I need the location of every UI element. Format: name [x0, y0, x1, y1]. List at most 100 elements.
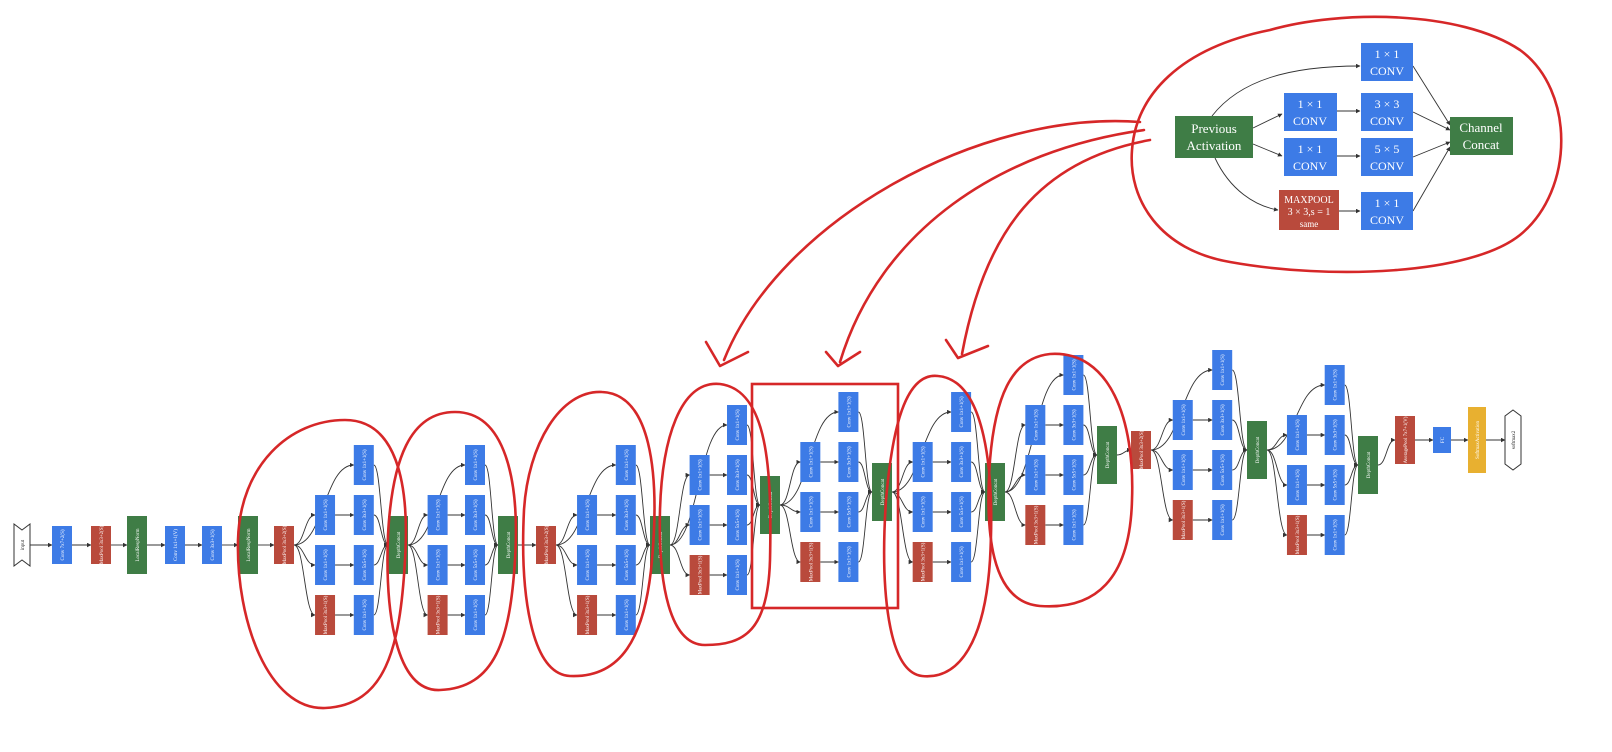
module-4-branch-2: Conv 5x5+1(S): [838, 492, 859, 532]
module-2-branch-1-rect: [615, 495, 636, 535]
arrow-to-module-b: [824, 128, 1146, 368]
head-fc-label: FC: [1441, 436, 1446, 443]
module-0-reduce-1-label: Conv 1x1+1(S): [324, 499, 329, 530]
conv-1x1-top-line2: CONV: [1370, 64, 1404, 78]
module-0-c0: [373, 464, 389, 548]
module-edges: [1211, 63, 1451, 214]
module-2-reduce-1-rect: [577, 495, 598, 535]
edge-prev-to-maxpool: [1214, 157, 1279, 212]
module-7-maxpool-label: MaxPool 3x3+2(S): [1140, 430, 1145, 469]
module-2-reduce-2-label: Conv 1x1+1(S): [586, 549, 591, 580]
module-5-branch-3-label: Conv 1x1+1(S): [960, 546, 965, 577]
conv-3x3-line2: CONV: [1370, 114, 1404, 128]
module-4-reduce-2-rect: [800, 492, 821, 532]
previous-activation-line1: Previous: [1191, 121, 1237, 136]
stem-node-0: Conv 7x7+2(S): [52, 526, 72, 564]
conv-1x1-top-line1: 1 × 1: [1375, 47, 1400, 61]
module-5-branch-2: Conv 5x5+1(S): [951, 492, 972, 532]
module-7-er3: [1150, 449, 1174, 523]
module-1-branch-2-rect: [465, 545, 485, 585]
module-1-branch-1-rect: [465, 495, 485, 535]
module-3-c3: [746, 502, 761, 576]
module-0-branch-3-label: Conv 1x1+1(S): [363, 599, 368, 630]
module-1-branch-2: Conv 5x5+1(S): [465, 545, 485, 585]
edge-3x3-to-concat: [1412, 111, 1451, 131]
module-1-reduce-1: Conv 1x1+1(S): [427, 495, 448, 535]
module-2-branch-2: Conv 5x5+1(S): [615, 545, 636, 585]
module-7-reduce-3-label: MaxPool 3x3+1(S): [1182, 500, 1187, 539]
module-8-branch-1-label: Conv 3x3+1(S): [1334, 419, 1339, 450]
module-1-depthconcat: DepthConcat: [498, 516, 518, 574]
module-4-depthconcat-label: DepthConcat: [881, 478, 886, 505]
module-8-er3: [1266, 449, 1288, 538]
module-7-reduce-2: Conv 1x1+1(S): [1172, 450, 1193, 490]
module-6-branch-2: Conv 5x5+1(S): [1063, 455, 1084, 495]
module-6-er1: [1004, 422, 1026, 493]
module-4-branch-2-rect: [838, 492, 859, 532]
module-8-branch-2-rect: [1324, 465, 1345, 505]
module-0-reduce-1: Conv 1x1+1(S): [315, 495, 336, 535]
module-6-er2: [1004, 472, 1026, 493]
head-fc-rect: [1433, 427, 1451, 453]
module-6-branch-0: Conv 1x1+1(S): [1063, 355, 1084, 395]
module-0-er1: [293, 512, 316, 546]
module-3-reduce-3-label: MaxPool 3x3+1(S): [699, 555, 704, 594]
module-3-branch-3-label: Conv 1x1+1(S): [736, 559, 741, 590]
module-7-branch-0-label: Conv 1x1+1(S): [1221, 354, 1226, 385]
module-8-branch-0-label: Conv 1x1+1(S): [1334, 369, 1339, 400]
module-5-reduce-3: MaxPool 3x3+1(S): [912, 542, 933, 582]
module-0-reduce-2: Conv 1x1+1(S): [315, 545, 336, 585]
module-5-branch-3: Conv 1x1+1(S): [951, 542, 972, 582]
head-edge-0: [1377, 437, 1396, 466]
module-3-branch-1: Conv 3x3+1(S): [727, 455, 747, 495]
module-7-reduce-2-label: Conv 1x1+1(S): [1182, 454, 1187, 485]
module-4-reduce-2-label: Conv 1x1+1(S): [809, 496, 814, 527]
module-2-branch-1-label: Conv 3x3+1(S): [625, 499, 630, 530]
module-6-er3: [1004, 491, 1026, 528]
module-7-c0: [1231, 369, 1248, 453]
group-ellipse-3b: [386, 410, 518, 692]
module-0-depthconcat: DepthConcat: [388, 516, 408, 574]
module-2-reduce-2-rect: [577, 545, 598, 585]
module-1-branch-3-label: Conv 1x1+1(S): [474, 599, 479, 630]
module-2-er2: [555, 544, 578, 568]
module-4-branch-3-label: Conv 1x1+1(S): [847, 546, 852, 577]
module-1-branch-3: Conv 1x1+1(S): [465, 595, 485, 635]
maxpool-line3: same: [1300, 219, 1319, 229]
group-ellipse-4b: [658, 382, 772, 647]
conv-3x3-box: 3 × 3 CONV: [1361, 93, 1413, 131]
module-1-branch-3-rect: [465, 595, 485, 635]
head-softmax-label: SoftmaxActivation: [1476, 420, 1481, 459]
input-shape: [13, 523, 31, 567]
module-7-branch-1: Conv 3x3+1(S): [1212, 400, 1233, 440]
module-2-c3: [635, 542, 651, 616]
module-1-reduce-3: MaxPool 3x3+1(S): [427, 595, 448, 635]
module-2-reduce-1: Conv 1x1+1(S): [577, 495, 598, 535]
module-6-branch-1-label: Conv 3x3+1(S): [1072, 409, 1077, 440]
module-3-reduce-2-label: Conv 1x1+1(S): [699, 509, 704, 540]
module-6-branch-3-rect: [1063, 505, 1084, 545]
module-3-branch-1-label: Conv 3x3+1(S): [736, 459, 741, 490]
module-8-branch-3-rect: [1324, 515, 1345, 555]
module-2-maxpool: MaxPool 3x3+2(S): [536, 525, 556, 564]
module-4-er3: [779, 504, 801, 565]
module-4-reduce-1-label: Conv 1x1+1(S): [809, 446, 814, 477]
module-8-c3: [1344, 462, 1359, 536]
module-8-branch-1-rect: [1324, 415, 1345, 455]
module-1-branch-1-label: Conv 3x3+1(S): [474, 499, 479, 530]
module-3-er3: [669, 544, 691, 578]
module-8-reduce-2-rect: [1286, 465, 1307, 505]
edge-prev-to-1x1: [1211, 63, 1361, 117]
module-6-depthconcat-label: DepthConcat: [1106, 441, 1111, 468]
module-2-er3: [555, 544, 578, 618]
module-5-branch-3-rect: [951, 542, 972, 582]
module-3-branch-3: Conv 1x1+1(S): [727, 555, 747, 595]
stem-node-1-rect: [91, 526, 111, 564]
module-8-reduce-3: MaxPool 3x3+1(S): [1286, 515, 1307, 555]
module-3-branch-2: Conv 5x5+1(S): [727, 505, 747, 545]
module-0-reduce-2-rect: [315, 545, 336, 585]
edge-1x1-to-concat: [1412, 65, 1451, 126]
module-0-er3: [293, 544, 316, 618]
input-label: input: [21, 539, 26, 550]
